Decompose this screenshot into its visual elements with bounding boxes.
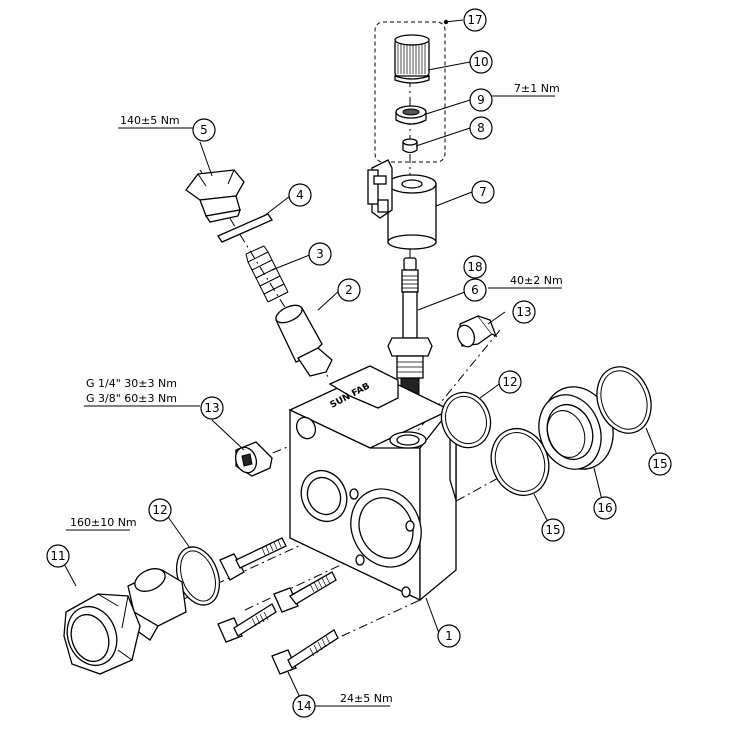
part-10-knurled-cap [394,34,430,84]
part-15-ring-right [596,366,652,434]
callout-17: 17 [467,13,482,27]
part-5-hex-plug [185,169,245,223]
part-3-spring [245,245,289,303]
callout-13-left: 13 [204,401,219,415]
callout-3: 3 [316,247,324,261]
part-7-solenoid-coil [367,159,437,250]
part-12-oring-right [440,391,492,449]
part-6-cartridge-valve [387,257,433,395]
callout-13-upper: 13 [516,305,531,319]
torque-label-13a: G 1/4" 30±3 Nm [86,377,177,390]
callout-circles [46,8,672,718]
torque-underlines [66,95,562,707]
part-14-bolts [217,537,339,675]
callout-14: 14 [296,699,311,713]
leader-lines [61,19,661,707]
part-2-poppet [275,304,333,377]
torque-label-6: 40±2 Nm [510,274,563,287]
callout-12-right: 12 [502,375,517,389]
torque-label-5: 140±5 Nm [120,114,180,127]
callout-5: 5 [200,123,208,137]
callout-8: 8 [477,121,485,135]
callout-11: 11 [50,549,65,563]
torque-label-9: 7±1 Nm [514,82,560,95]
callout-9: 9 [477,93,485,107]
callout-12-left: 12 [152,503,167,517]
torque-label-11: 160±10 Nm [70,516,137,529]
callout-7: 7 [479,185,487,199]
part-1-valve-body [288,365,457,602]
part-4-pin [217,213,273,243]
callout-1: 1 [445,629,453,643]
part-13-plug-left [234,441,273,477]
assembly-17-outline [374,21,446,163]
torque-label-14: 24±5 Nm [340,692,393,705]
callout-18: 18 [467,260,482,274]
callout-15-right: 15 [652,457,667,471]
callout-4: 4 [296,188,304,202]
part-16-seal [538,386,614,470]
callout-2: 2 [345,283,353,297]
callout-6: 6 [471,283,479,297]
part-13-plug-upper [456,315,498,348]
torque-label-13b: G 3/8" 60±3 Nm [86,392,177,405]
callout-16: 16 [597,501,612,515]
part-8-small-ring [402,138,418,154]
callout-10: 10 [473,55,488,69]
callout-15-left: 15 [545,523,560,537]
part-9-washer [395,105,427,125]
part-11-adapter [63,568,187,675]
